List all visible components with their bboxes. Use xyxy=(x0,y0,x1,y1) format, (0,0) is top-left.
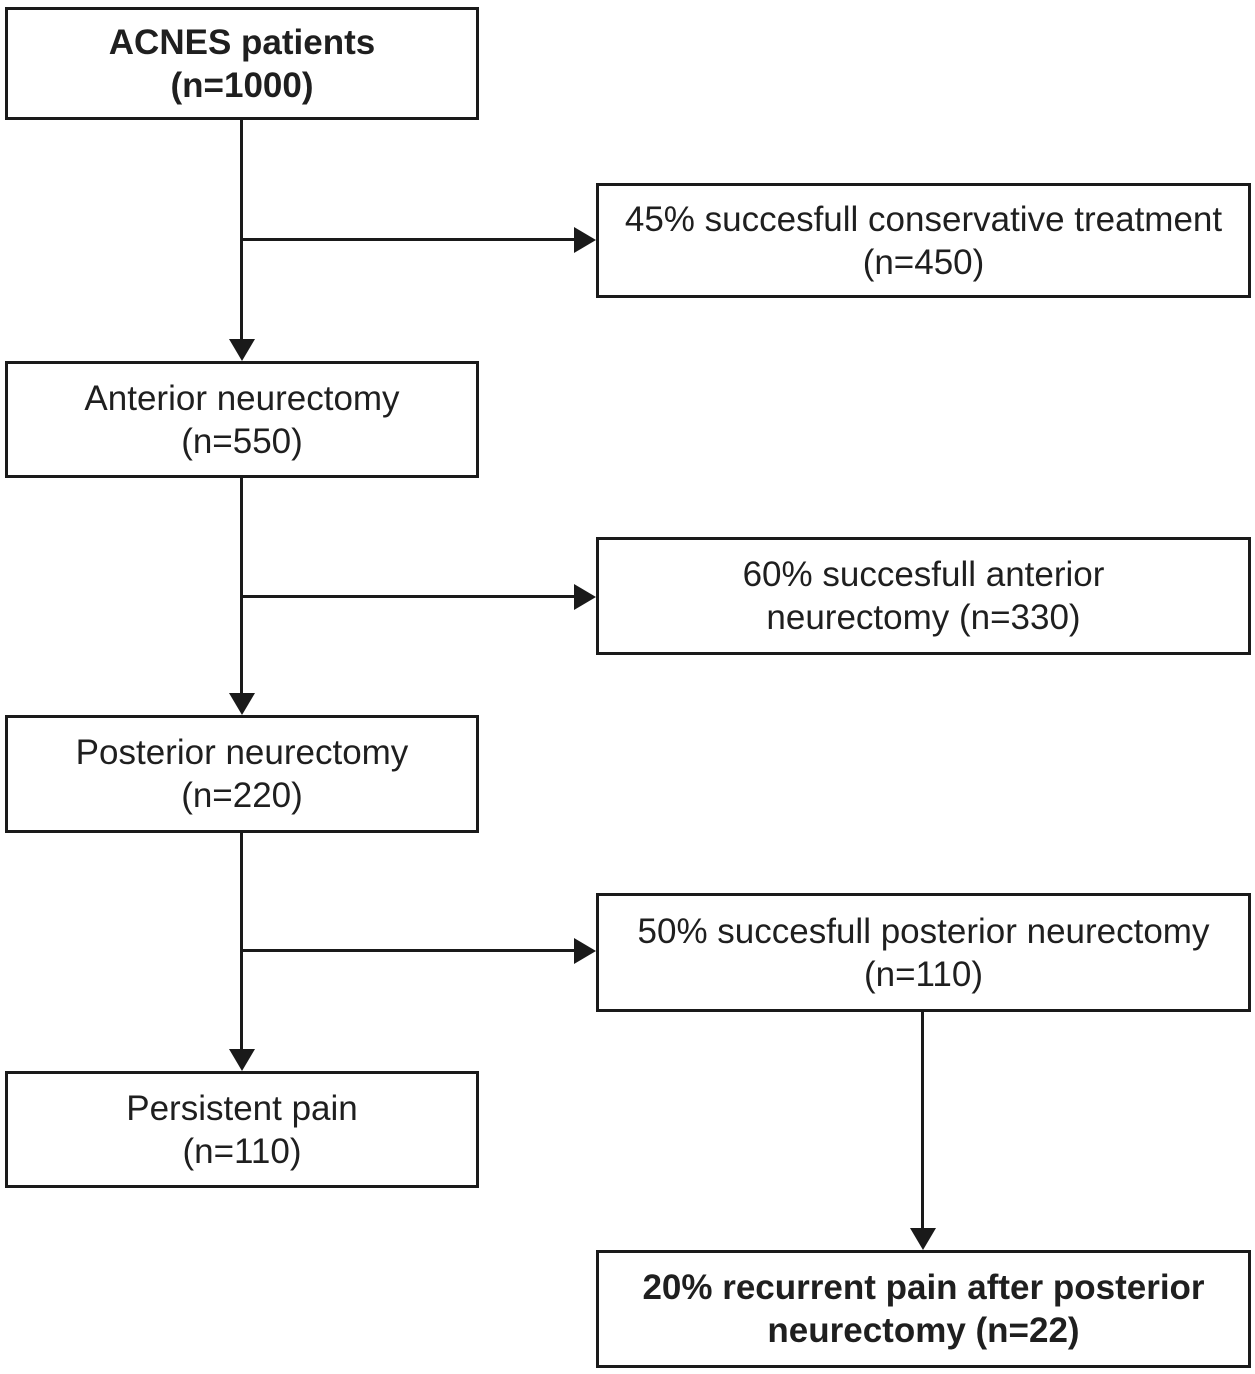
node-label-line2: neurectomy (n=22) xyxy=(767,1311,1080,1350)
node-label-line2: (n=110) xyxy=(863,954,983,994)
node-label-line1: 60% succesfull anterior xyxy=(742,555,1105,594)
node-label-line1: Anterior neurectomy xyxy=(84,378,400,418)
connector-acnes-to-anterior xyxy=(240,120,243,341)
node-label-line2: neurectomy (n=330) xyxy=(766,598,1081,637)
arrowhead-down-icon xyxy=(229,339,255,361)
connector-acnes-to-conservative xyxy=(242,238,578,241)
node-label-line2: (n=1000) xyxy=(170,65,314,105)
arrowhead-right-icon xyxy=(574,938,596,964)
arrowhead-right-icon xyxy=(574,227,596,253)
connector-anterior-to-posterior xyxy=(240,478,243,695)
connector-posterior-success-to-recurrent xyxy=(921,1012,924,1230)
connector-posterior-to-persistent xyxy=(240,833,243,1051)
arrowhead-down-icon xyxy=(910,1228,936,1250)
node-recurrent-pain: 20% recurrent pain after posterior neure… xyxy=(596,1250,1251,1368)
node-acnes-patients: ACNES patients (n=1000) xyxy=(5,7,479,120)
node-anterior-neurectomy: Anterior neurectomy (n=550) xyxy=(5,361,479,478)
node-label-line2: (n=110) xyxy=(182,1131,302,1171)
node-posterior-neurectomy: Posterior neurectomy (n=220) xyxy=(5,715,479,833)
connector-anterior-to-anterior-success xyxy=(242,595,578,598)
node-label-line2: (n=550) xyxy=(181,421,303,461)
node-label-line1: 50% succesfull posterior neurectomy xyxy=(637,911,1210,951)
node-conservative-success: 45% succesfull conservative treatment (n… xyxy=(596,183,1251,298)
node-persistent-pain: Persistent pain (n=110) xyxy=(5,1071,479,1188)
arrowhead-down-icon xyxy=(229,693,255,715)
node-label-line1: 20% recurrent pain after posterior xyxy=(642,1268,1205,1307)
connector-posterior-to-posterior-success xyxy=(242,949,578,952)
arrowhead-right-icon xyxy=(574,584,596,610)
arrowhead-down-icon xyxy=(229,1049,255,1071)
node-label-line2: (n=450) xyxy=(862,242,985,282)
node-label-line1: Posterior neurectomy xyxy=(75,733,409,772)
node-label-line1: 45% succesfull conservative treatment xyxy=(624,199,1223,239)
node-label-line1: Persistent pain xyxy=(126,1088,358,1128)
node-label-line2: (n=220) xyxy=(181,776,303,815)
node-label-line1: ACNES patients xyxy=(108,22,376,62)
node-posterior-success: 50% succesfull posterior neurectomy (n=1… xyxy=(596,893,1251,1012)
node-anterior-success: 60% succesfull anterior neurectomy (n=33… xyxy=(596,537,1251,655)
